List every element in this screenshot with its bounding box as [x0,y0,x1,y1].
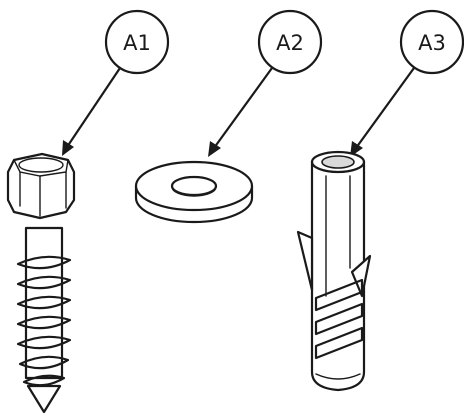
callout-a1-label: A1 [123,31,151,55]
plug-ridges [314,278,364,360]
callout-a1-leader [65,66,122,149]
callout-a3-label: A3 [418,31,446,55]
screw-threads [16,255,72,387]
callout-a1: A1 [62,9,170,156]
callout-a3: A3 [350,9,464,157]
callout-a2: A2 [208,9,323,157]
callout-a2-bubble [257,9,323,75]
wall-plug-a3 [296,150,372,392]
washer-hole [170,175,218,197]
callout-a3-leader [354,66,416,150]
plug-side-fin-left [296,230,314,292]
callout-a3-bubble [399,9,464,75]
plug-top-hole [321,155,355,169]
plug-side-fin-right [350,254,372,298]
lag-screw-a1 [6,152,76,414]
callout-a2-leader [212,66,274,150]
callout-a1-bubble [104,9,170,75]
callout-a2-arrowhead [208,141,221,157]
callout-a2-label: A2 [276,31,304,55]
screw-tip [26,384,62,414]
washer-a2 [134,160,254,224]
callout-a1-arrowhead [62,140,74,156]
screw-hex-head [6,152,76,220]
screw-shank [24,226,64,380]
